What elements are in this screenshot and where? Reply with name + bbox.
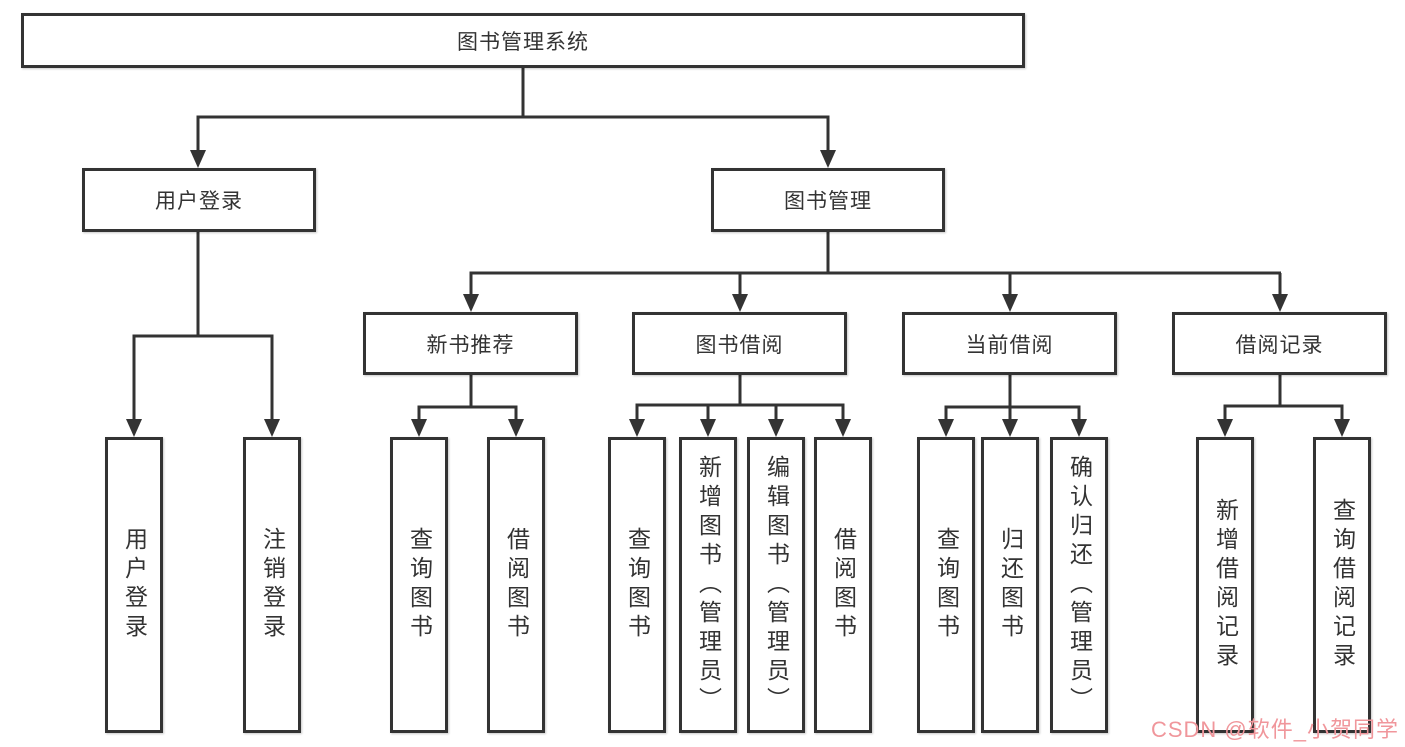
leaf-confirm-return-admin-label: 确认归还（管理员） <box>1066 454 1093 716</box>
node-current-borrowing-label: 当前借阅 <box>965 333 1054 357</box>
arrowhead-icon <box>1334 419 1350 437</box>
leaf-user-login-label: 用户登录 <box>121 527 148 643</box>
node-book-borrowing: 图书借阅 <box>632 312 847 375</box>
leaf-logout: 注销登录 <box>243 437 301 733</box>
arrowhead-icon <box>1071 419 1087 437</box>
connector-user-login <box>132 232 274 424</box>
arrowhead-icon <box>700 419 716 437</box>
leaf-query-books-recommend-label: 查询图书 <box>406 527 433 643</box>
watermark: CSDN @软件_小贺同学 <box>1150 717 1399 742</box>
leaf-add-borrow-record: 新增借阅记录 <box>1196 437 1254 733</box>
leaf-edit-book-admin-label: 编辑图书（管理员） <box>763 454 790 716</box>
leaf-query-borrow-record: 查询借阅记录 <box>1313 437 1371 733</box>
arrowhead-icon <box>508 419 524 437</box>
node-new-book-recommend-label: 新书推荐 <box>426 333 515 357</box>
connector-book-management <box>469 232 1282 298</box>
node-root: 图书管理系统 <box>21 13 1025 68</box>
leaf-borrow-books-recommend-label: 借阅图书 <box>503 527 530 643</box>
node-book-borrowing-label: 图书借阅 <box>695 333 784 357</box>
arrowhead-icon <box>1002 294 1018 312</box>
leaf-query-borrow-record-label: 查询借阅记录 <box>1329 498 1356 672</box>
connector-current <box>944 375 1081 424</box>
connector-line-group <box>132 68 1344 424</box>
arrowhead-icon <box>629 419 645 437</box>
arrowhead-icon <box>264 419 280 437</box>
leaf-user-login: 用户登录 <box>105 437 163 733</box>
arrowhead-icon <box>768 419 784 437</box>
leaf-query-books-current-label: 查询图书 <box>933 527 960 643</box>
connector-root <box>196 68 830 154</box>
node-root-label: 图书管理系统 <box>457 30 589 54</box>
leaf-add-borrow-record-label: 新增借阅记录 <box>1212 498 1239 672</box>
connector-new-book <box>417 375 518 424</box>
leaf-query-books-current: 查询图书 <box>917 437 975 733</box>
leaf-add-book-admin-label: 新增图书（管理员） <box>695 454 722 716</box>
node-borrowing-records: 借阅记录 <box>1172 312 1387 375</box>
leaf-query-books-recommend: 查询图书 <box>390 437 448 733</box>
leaf-query-books-borrowing: 查询图书 <box>608 437 666 733</box>
arrowhead-group <box>126 150 1350 437</box>
arrowhead-icon <box>938 419 954 437</box>
arrowhead-icon <box>732 294 748 312</box>
leaf-query-books-borrowing-label: 查询图书 <box>624 527 651 643</box>
connector-borrowing <box>635 375 845 424</box>
leaf-return-books-label: 归还图书 <box>997 527 1024 643</box>
node-user-login-label: 用户登录 <box>155 190 243 213</box>
arrowhead-icon <box>835 419 851 437</box>
node-new-book-recommend: 新书推荐 <box>363 312 578 375</box>
leaf-return-books: 归还图书 <box>981 437 1039 733</box>
leaf-confirm-return-admin: 确认归还（管理员） <box>1050 437 1108 733</box>
arrowhead-icon <box>1272 294 1288 312</box>
node-book-management: 图书管理 <box>711 168 945 232</box>
arrowhead-icon <box>463 294 479 312</box>
node-borrowing-records-label: 借阅记录 <box>1235 333 1324 357</box>
arrowhead-icon <box>411 419 427 437</box>
arrowhead-icon <box>1002 419 1018 437</box>
node-book-management-label: 图书管理 <box>784 190 872 213</box>
arrowhead-icon <box>126 419 142 437</box>
leaf-borrow-books-recommend: 借阅图书 <box>487 437 545 733</box>
leaf-logout-label: 注销登录 <box>259 527 286 643</box>
node-current-borrowing: 当前借阅 <box>902 312 1117 375</box>
leaf-add-book-admin: 新增图书（管理员） <box>679 437 737 733</box>
leaf-borrow-books-borrowing-label: 借阅图书 <box>830 527 857 643</box>
leaf-borrow-books-borrowing: 借阅图书 <box>814 437 872 733</box>
arrowhead-icon <box>820 150 836 168</box>
connector-records <box>1223 375 1344 424</box>
node-user-login: 用户登录 <box>82 168 316 232</box>
arrowhead-icon <box>190 150 206 168</box>
leaf-edit-book-admin: 编辑图书（管理员） <box>747 437 805 733</box>
arrowhead-icon <box>1217 419 1233 437</box>
